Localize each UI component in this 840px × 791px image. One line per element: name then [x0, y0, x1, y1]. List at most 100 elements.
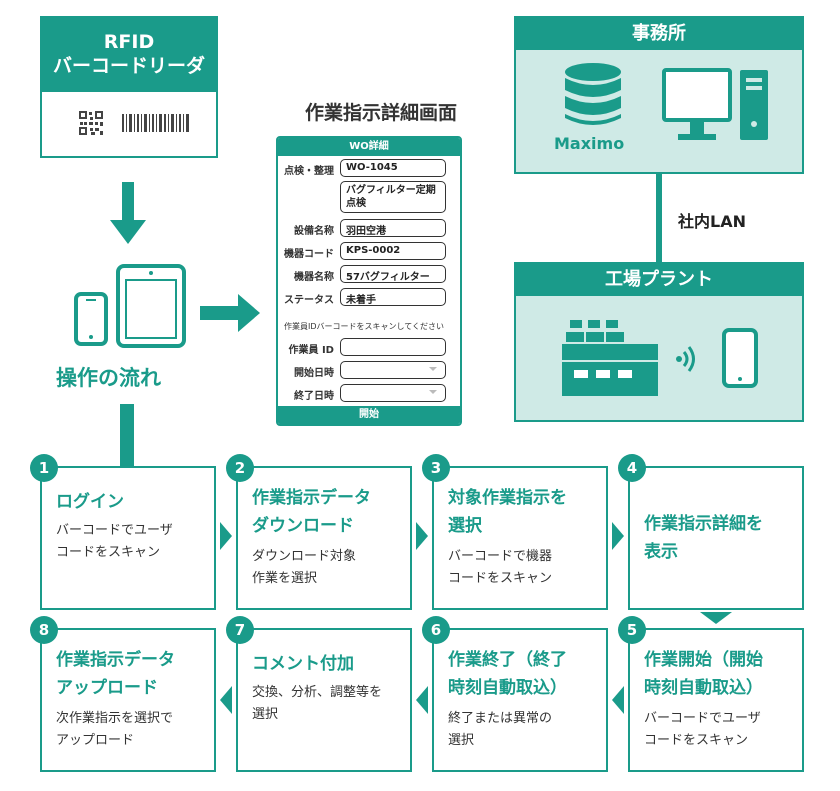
- flow-connector: [120, 404, 134, 466]
- plant-title: 工場プラント: [516, 264, 802, 296]
- chevron-down-icon: [429, 367, 437, 371]
- wo-header: WO詳細: [278, 138, 460, 156]
- arrow-left-icon: [220, 686, 232, 714]
- step-title-line1: 作業指示データ: [56, 650, 175, 670]
- wo-field-status[interactable]: 未着手: [340, 288, 446, 306]
- arrow-right-icon: [612, 522, 624, 550]
- step-title: コメント付加: [252, 654, 354, 674]
- chevron-down-icon: [429, 390, 437, 394]
- step-title-line2: ダウンロード: [252, 516, 354, 536]
- step-add-comment: コメント付加 交換、分析、調整等を 選択: [236, 628, 412, 772]
- step-desc-line1: 交換、分析、調整等を: [252, 685, 383, 700]
- wo-description-line2: 点検: [346, 198, 366, 209]
- worker-id-input[interactable]: [340, 338, 446, 356]
- step-number-badge: 8: [30, 616, 58, 644]
- flow-title: 操作の流れ: [56, 366, 161, 390]
- step-number-badge: 4: [618, 454, 646, 482]
- step-upload: 作業指示データ アップロード 次作業指示を選択で アップロード: [40, 628, 216, 772]
- arrow-left-icon: [416, 686, 428, 714]
- office-title: 事務所: [516, 18, 802, 50]
- reader-body: [40, 92, 218, 158]
- step-number-badge: 3: [422, 454, 450, 482]
- step-title-line2: 時刻自動取込）: [448, 678, 567, 698]
- step-title-line2: 時刻自動取込）: [644, 678, 763, 698]
- step-desc-line1: 終了または異常の: [448, 711, 553, 726]
- step-show-detail: 作業指示詳細を 表示: [628, 466, 804, 610]
- wo-field-facility[interactable]: 羽田空港: [340, 219, 446, 237]
- step-number-badge: 1: [30, 454, 58, 482]
- step-desc-line1: バーコードで機器: [448, 549, 553, 564]
- wo-scan-note: 作業員IDバーコードをスキャンしてください: [284, 322, 445, 331]
- step-end-work: 作業終了（終了 時刻自動取込） 終了または異常の 選択: [432, 628, 608, 772]
- arrow-right-icon: [220, 522, 232, 550]
- wo-field-equipment-name[interactable]: 57バグフィルター: [340, 265, 446, 283]
- wo-label-equipment-name: 機器名称: [294, 272, 334, 283]
- step-desc-line1: 次作業指示を選択で: [56, 711, 174, 726]
- wo-description-line1: バグフィルター定期: [346, 185, 436, 196]
- step-desc-line2: 選択: [252, 707, 279, 722]
- step-title-line2: 選択: [448, 516, 482, 536]
- step-desc-line1: バーコードでユーザ: [644, 711, 761, 726]
- plant-body: [516, 296, 802, 420]
- tablet-icon: [116, 264, 186, 348]
- step-number-badge: 7: [226, 616, 254, 644]
- plant-box: 工場プラント: [514, 262, 804, 422]
- step-number-badge: 6: [422, 616, 450, 644]
- step-desc-line2: 選択: [448, 733, 475, 748]
- step-download: 作業指示データ ダウンロード ダウンロード対象 作業を選択: [236, 466, 412, 610]
- wo-label-facility: 設備名称: [294, 226, 334, 237]
- start-button[interactable]: 開始: [278, 406, 460, 424]
- step-title-line1: 作業指示データ: [252, 488, 371, 508]
- factory-icon: [562, 320, 658, 396]
- reader-header: RFID バーコードリーダ: [40, 16, 218, 92]
- wo-label-start-time: 開始日時: [294, 368, 334, 379]
- wo-field-description[interactable]: バグフィルター定期 点検: [340, 181, 446, 213]
- wireless-signal-icon: [676, 346, 695, 372]
- reader-title-line1: RFID: [103, 31, 155, 53]
- network-label: 社内LAN: [678, 212, 746, 231]
- step-desc-line2: コードをスキャン: [448, 571, 553, 586]
- wo-label-worker-id: 作業員 ID: [288, 345, 334, 356]
- step-desc-line1: ダウンロード対象: [252, 549, 357, 564]
- wo-label-end-time: 終了日時: [294, 391, 334, 402]
- arrow-left-icon: [612, 686, 624, 714]
- wo-screen-title: 作業指示詳細画面: [304, 102, 457, 124]
- wo-field-equipment-code[interactable]: KPS-0002: [340, 242, 446, 260]
- office-box: 事務所 Maximo: [514, 16, 804, 174]
- maximo-label: Maximo: [554, 134, 625, 153]
- wo-label-status: ステータス: [284, 295, 334, 306]
- step-number-badge: 2: [226, 454, 254, 482]
- smartphone-icon: [74, 292, 108, 346]
- network-connector: [656, 174, 662, 262]
- desktop-computer-icon: [662, 68, 768, 140]
- step-desc-line2: コードをスキャン: [644, 733, 749, 748]
- arrow-right-icon: [416, 522, 428, 550]
- step-desc-line1: バーコードでユーザ: [56, 523, 173, 538]
- wo-detail-screen: WO詳細 点検・整理 WO-1045 バグフィルター定期 点検 設備名称 羽田空…: [276, 136, 462, 426]
- arrow-down-icon: [110, 182, 146, 244]
- wo-label-inspection: 点検・整理: [284, 166, 334, 177]
- office-body: Maximo: [516, 50, 802, 172]
- wo-field-wo-number[interactable]: WO-1045: [340, 159, 446, 177]
- smartphone-icon: [722, 328, 758, 388]
- wo-label-equipment-code: 機器コード: [284, 249, 334, 260]
- arrow-down-icon: [700, 612, 732, 624]
- step-title: ログイン: [56, 492, 124, 512]
- step-select-wo: 対象作業指示を 選択 バーコードで機器 コードをスキャン: [432, 466, 608, 610]
- end-time-select[interactable]: [340, 384, 446, 402]
- step-title-line1: 作業指示詳細を: [644, 514, 763, 534]
- start-time-select[interactable]: [340, 361, 446, 379]
- step-title-line1: 作業開始（開始: [644, 650, 763, 670]
- qr-code-icon: [78, 110, 104, 136]
- step-start-work: 作業開始（開始 時刻自動取込） バーコードでユーザ コードをスキャン: [628, 628, 804, 772]
- step-desc-line2: アップロード: [56, 733, 135, 748]
- step-number-badge: 5: [618, 616, 646, 644]
- step-login: ログイン バーコードでユーザ コードをスキャン: [40, 466, 216, 610]
- step-desc-line2: 作業を選択: [252, 571, 318, 586]
- step-desc-line2: コードをスキャン: [56, 545, 161, 560]
- reader-title-line2: バーコードリーダ: [52, 55, 205, 77]
- step-title-line1: 対象作業指示を: [448, 488, 567, 508]
- step-title-line2: 表示: [644, 542, 678, 562]
- arrow-right-icon: [200, 294, 260, 332]
- barcode-icon: [122, 114, 189, 132]
